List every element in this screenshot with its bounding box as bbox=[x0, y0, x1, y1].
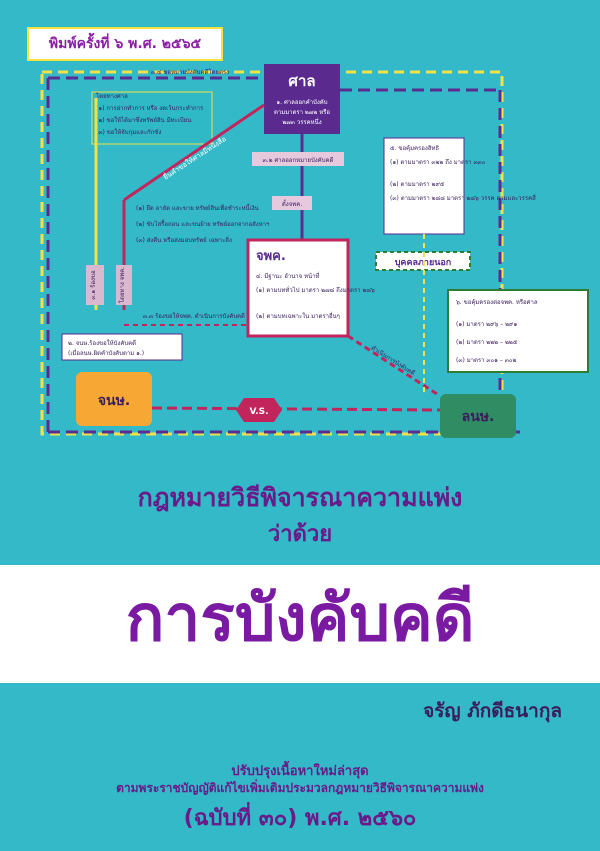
svg-text:(๑) ยึด อายัด และขาย ทรัพย์สิน: (๑) ยึด อายัด และขาย ทรัพย์สินเพื่อชำระห… bbox=[136, 202, 259, 212]
svg-text:จพค.: จพค. bbox=[256, 249, 286, 264]
svg-text:(๒) ตามมาตรา ๒๙๕: (๒) ตามมาตรา ๒๙๕ bbox=[390, 181, 445, 188]
book-title-line2: ว่าด้วย bbox=[267, 522, 333, 547]
svg-text:๒๗๓ วรรคหนึ่ง: ๒๗๓ วรรคหนึ่ง bbox=[282, 118, 321, 126]
edition-badge: พิมพ์ครั้งที่ ๖ พ.ศ. ๒๕๖๕ bbox=[27, 27, 223, 61]
title-band bbox=[0, 565, 600, 683]
svg-text:V.S.: V.S. bbox=[249, 407, 268, 417]
svg-text:(เมื่อลนษ.ผิดคำบังคับตาม ๑.): (เมื่อลนษ.ผิดคำบังคับตาม ๑.) bbox=[68, 349, 144, 357]
book-title-line1: กฎหมายวิธีพิจารณาความแพ่ง bbox=[137, 483, 463, 512]
svg-text:โดยทาง จพค.: โดยทาง จพค. bbox=[118, 267, 126, 303]
svg-text:(๑) การฝากทำการ หรือ งดเว้นกระ: (๑) การฝากทำการ หรือ งดเว้นกระทำการ bbox=[96, 104, 204, 112]
svg-text:(๑) มาตรา ๒๙๖ – ๒๙๑: (๑) มาตรา ๒๙๖ – ๒๙๑ bbox=[456, 321, 517, 328]
svg-text:(๓) ขอให้จับกุมและกักขัง: (๓) ขอให้จับกุมและกักขัง bbox=[96, 128, 161, 136]
svg-text:๓.๒ ศาลออกหมายบังคับคดี: ๓.๒ ศาลออกหมายบังคับคดี bbox=[263, 156, 334, 164]
svg-text:(๑) ตามมาตรา ๓๒๒ ถึง มาตรา ๓๓๐: (๑) ตามมาตรา ๓๒๒ ถึง มาตรา ๓๓๐ bbox=[390, 159, 486, 166]
note-line-1: ปรับปรุงเนื้อหาใหม่ล่าสุด bbox=[231, 764, 369, 779]
svg-text:๔. มีฐานะ อำนาจ หน้าที่: ๔. มีฐานะ อำนาจ หน้าที่ bbox=[256, 272, 320, 280]
svg-text:ลนษ.: ลนษ. bbox=[462, 409, 495, 425]
svg-text:จนษ.: จนษ. bbox=[98, 393, 130, 409]
svg-text:ตั้งจพค.: ตั้งจพค. bbox=[282, 198, 302, 208]
svg-text:๕. ขอคุ้มครองสิทธิ: ๕. ขอคุ้มครองสิทธิ bbox=[390, 145, 439, 152]
svg-text:๓.๑ ร้องขอ: ๓.๑ ร้องขอ bbox=[90, 270, 97, 300]
svg-text:(๒) มาตรา ๒๒๒ – ๒๒๕: (๒) มาตรา ๒๒๒ – ๒๒๕ bbox=[456, 339, 518, 346]
enforcement-diagram: ศาล ๑. ศาลออกคำบังคับ ตามมาตรา ๒๗๒ หรือ … bbox=[40, 64, 589, 438]
main-title: การบังคับคดี bbox=[125, 582, 475, 656]
note-line-3: (ฉบับที่ ๓๐) พ.ศ. ๒๕๖๐ bbox=[183, 806, 417, 831]
svg-text:๑. ศาลออกคำบังคับ: ๑. ศาลออกคำบังคับ bbox=[276, 99, 327, 106]
svg-text:ตามมาตรา ๒๗๒ หรือ: ตามมาตรา ๒๗๒ หรือ bbox=[274, 108, 330, 116]
svg-text:(๒) ขอให้ได้มาซึ่งทรัพย์สิน มี: (๒) ขอให้ได้มาซึ่งทรัพย์สิน มีทะเบียน bbox=[96, 116, 191, 124]
svg-text:(๓) ส่งคืน หรือส่งมอบทรัพย์ เฉ: (๓) ส่งคืน หรือส่งมอบทรัพย์ เฉพาะสิ่ง bbox=[136, 236, 232, 244]
svg-text:ดำเนินการบังคับคดี: ดำเนินการบังคับคดี bbox=[370, 344, 417, 377]
debtor-box bbox=[440, 394, 516, 438]
svg-text:(๓) มาตรา ๓๐๑ – ๓๐๒: (๓) มาตรา ๓๐๑ – ๓๐๒ bbox=[456, 357, 517, 364]
author-name: จรัญ ภักดีธนากุล bbox=[423, 700, 562, 722]
note-line-2: ตามพระราชบัญญัติแก้ไขเพิ่มเติมประมวลกฎหม… bbox=[116, 781, 484, 795]
svg-text:(๓) ตามมาตรา ๒๘๘ มาตรา ๒๘๖ วรร: (๓) ตามมาตรา ๒๘๘ มาตรา ๒๘๖ วรรค สามและวร… bbox=[390, 194, 536, 202]
court-label: ศาล bbox=[288, 72, 315, 90]
svg-text:๖. ขอคุ้มครองต่อจพค. หรือศาล: ๖. ขอคุ้มครองต่อจพค. หรือศาล bbox=[456, 298, 538, 306]
svg-text:(๒) ตามบทเฉพาะใน มาตราอื่นๆ: (๒) ตามบทเฉพาะใน มาตราอื่นๆ bbox=[256, 312, 340, 320]
svg-text:๓.๓ ร้องขอให้จพค. ดำเนินการบัง: ๓.๓ ร้องขอให้จพค. ดำเนินการบังคับคดี bbox=[143, 312, 245, 320]
officer-box bbox=[246, 238, 350, 338]
svg-text:๒. จนษ.ร้องขอให้บังคับคดี: ๒. จนษ.ร้องขอให้บังคับคดี bbox=[68, 339, 136, 347]
svg-text:๓.๔ ขอหมายบังคับคดีโดยตรง: ๓.๔ ขอหมายบังคับคดีโดยตรง bbox=[151, 68, 229, 76]
svg-text:(๑) ตามบททั่วไป มาตรา ๒๗๘ ถึงม: (๑) ตามบททั่วไป มาตรา ๒๗๘ ถึงมาตรา ๒๘๖ bbox=[256, 286, 375, 294]
creditor-box bbox=[76, 372, 152, 426]
svg-text:(๒) ขับไล่รื้อถอน และขนย้าย ทร: (๒) ขับไล่รื้อถอน และขนย้าย ทรัพย์ออกจาก… bbox=[136, 218, 269, 228]
svg-text:โดยทางศาล: โดยทางศาล bbox=[96, 92, 128, 100]
court-box bbox=[264, 64, 340, 134]
